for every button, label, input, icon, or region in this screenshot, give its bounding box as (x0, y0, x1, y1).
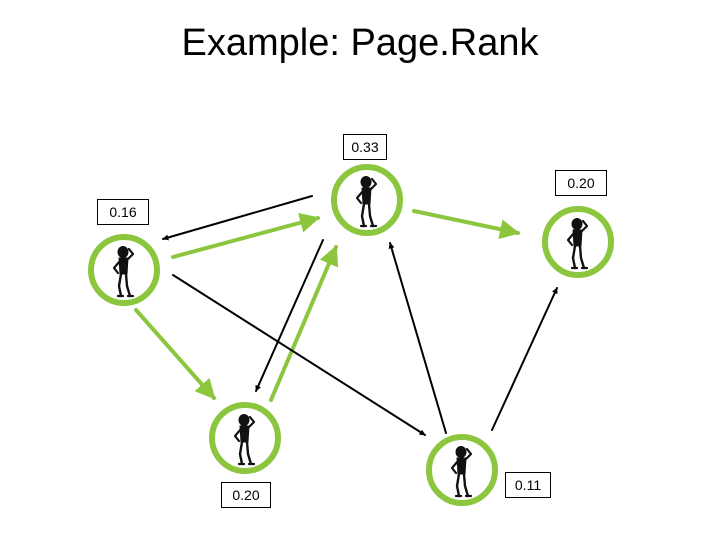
node-top (331, 164, 403, 236)
person-icon (450, 446, 473, 498)
score-label-bottom-left: 0.20 (221, 482, 271, 508)
person-icon (566, 218, 589, 270)
score-label-bottom-right: 0.11 (505, 472, 551, 498)
person-icon (233, 414, 256, 466)
person-icon (355, 176, 378, 228)
person-icon (112, 246, 135, 298)
node-bottom-right (426, 434, 498, 506)
edges-layer (134, 195, 558, 436)
edge-left-to-top (171, 213, 320, 259)
slide-title: Example: Page.Rank (181, 22, 539, 64)
node-left (88, 234, 160, 306)
edge-top-to-left (162, 195, 313, 241)
edge-left-to-bottom-right (172, 274, 426, 436)
edge-top-to-bottom-left (255, 239, 324, 392)
edge-top-to-right (412, 209, 520, 240)
score-label-right: 0.20 (555, 170, 607, 196)
edge-bottom-right-to-top (388, 242, 447, 434)
node-bottom-left (209, 402, 281, 474)
nodes-layer (88, 164, 614, 506)
edge-bottom-left-to-top (269, 245, 339, 402)
score-label-left: 0.16 (97, 199, 149, 225)
edge-bottom-right-to-right (491, 287, 558, 431)
node-right (542, 206, 614, 278)
edge-left-to-bottom-left (134, 308, 216, 400)
score-label-top: 0.33 (343, 134, 387, 160)
